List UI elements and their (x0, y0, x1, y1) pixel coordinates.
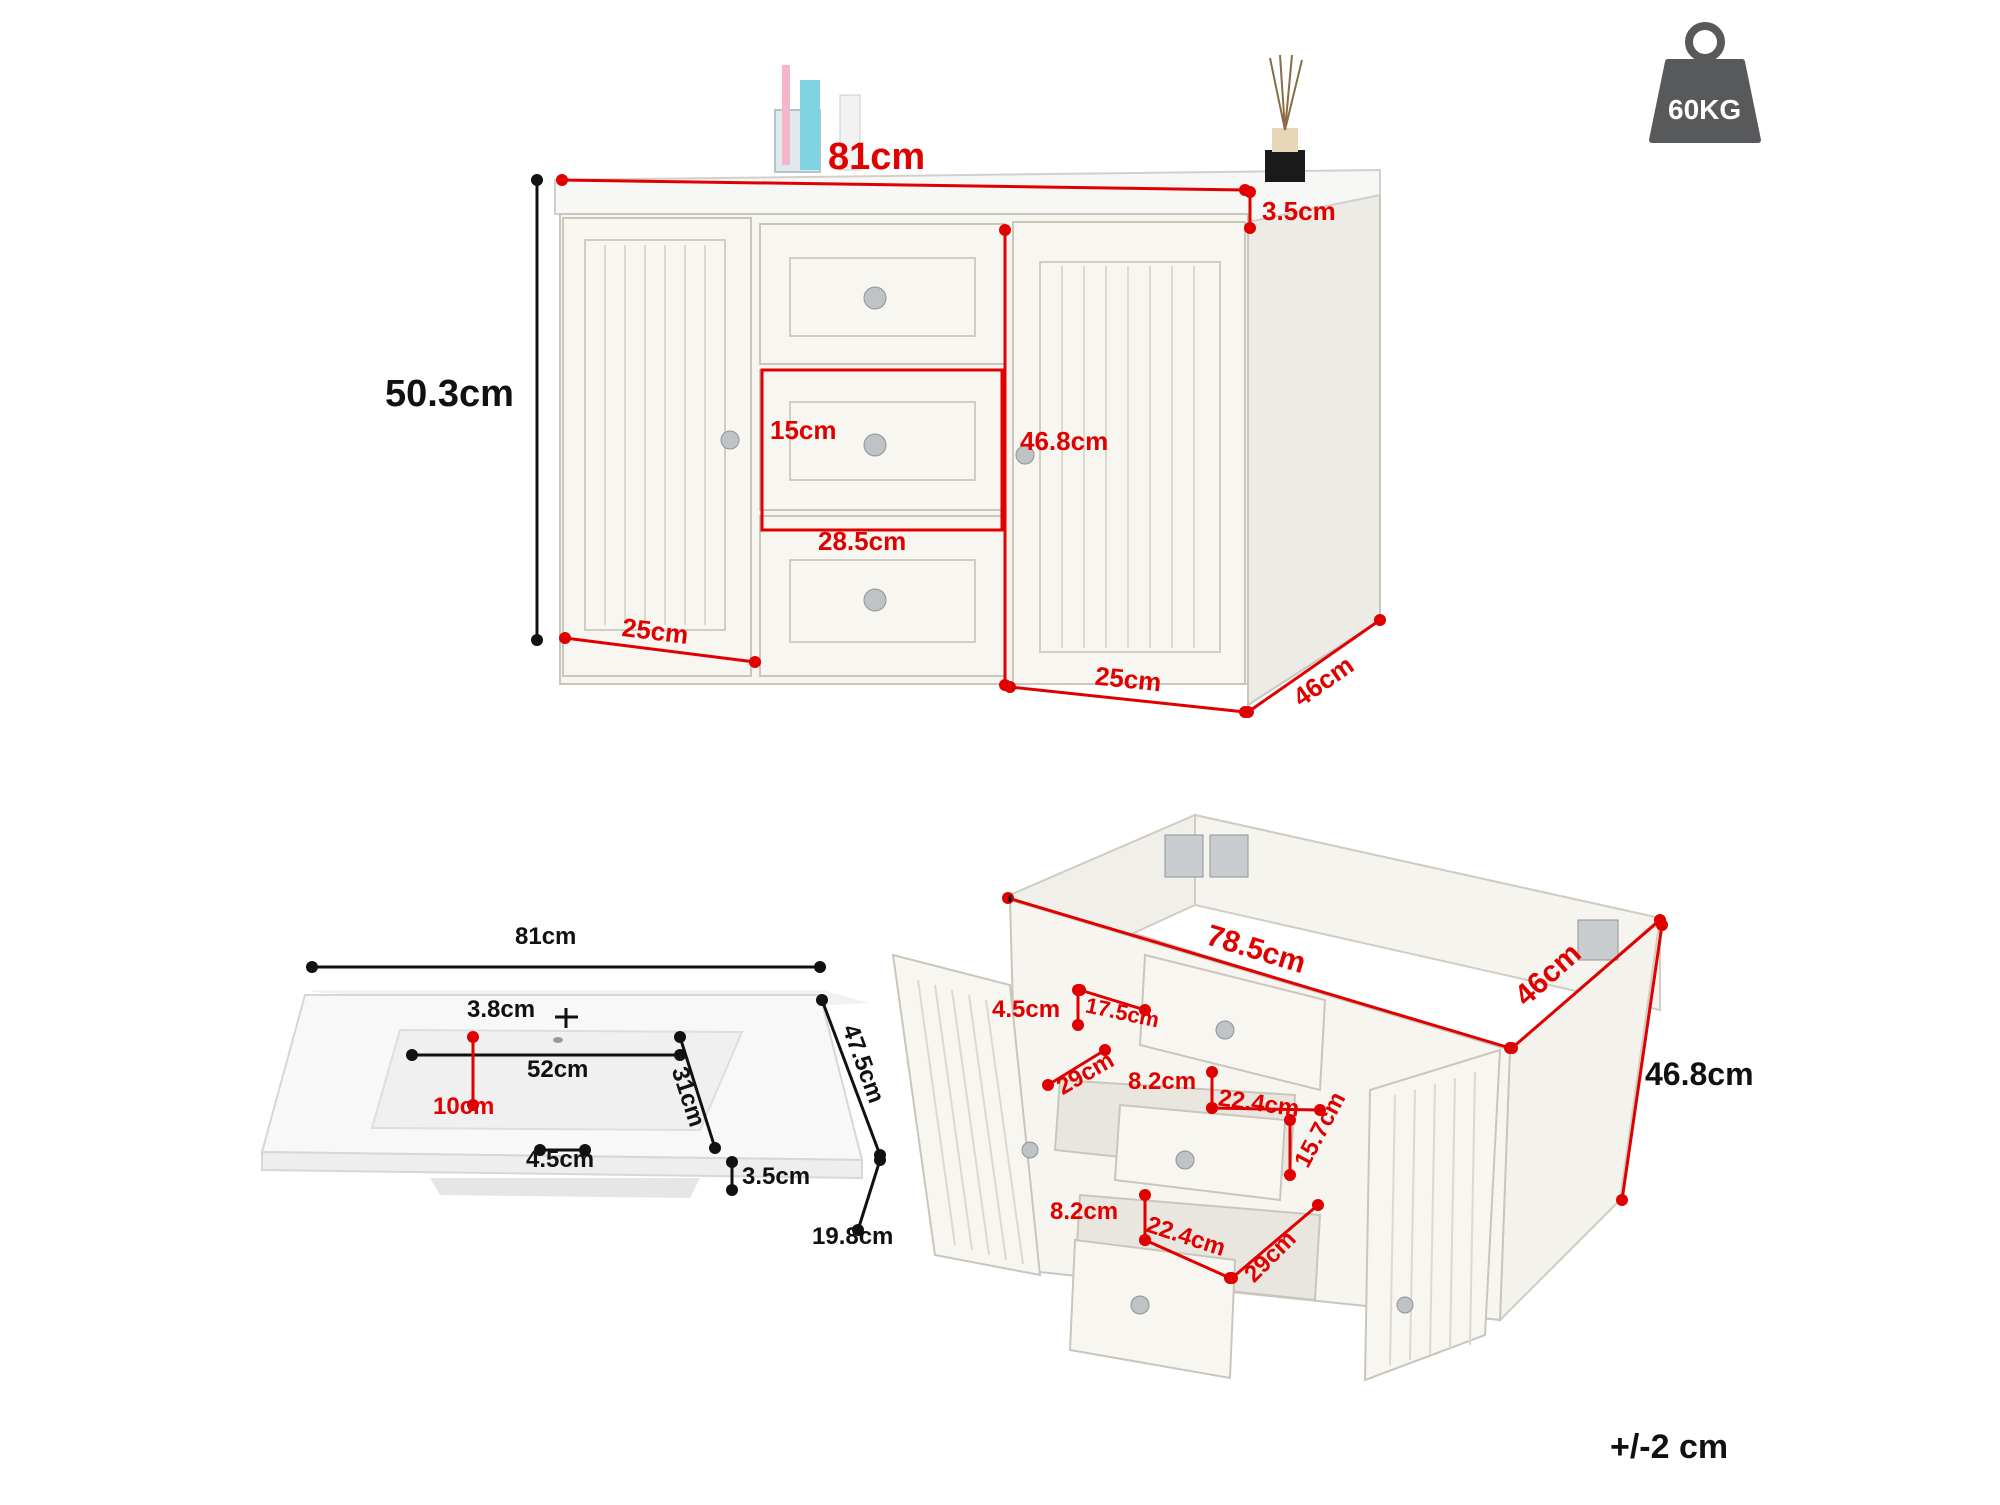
sink-dimension-lines (306, 961, 886, 1236)
sink-bowl-depth-label: 19.8cm (812, 1223, 894, 1250)
toiletries-decor (774, 65, 861, 173)
front-top-thickness-label: 3.5cm (1262, 196, 1336, 226)
weight-icon (1649, 22, 1761, 143)
front-dimension-lines (556, 174, 1386, 718)
front-left-door-width-label: 25cm (620, 612, 691, 650)
sink-thickness-label: 3.5cm (742, 1163, 811, 1190)
open-drawer-height-2-label: 8.2cm (1050, 1198, 1119, 1225)
weight-label: 60KG (1668, 94, 1742, 125)
open-top-drawer-front-label: 4.5cm (992, 996, 1061, 1023)
open-dimension-lines (1002, 892, 1668, 1284)
open-drawer-height-1-label: 8.2cm (1128, 1068, 1197, 1095)
drawer-3 (759, 515, 1006, 677)
front-width-label: 81cm (828, 136, 926, 178)
front-right-door-width-label: 25cm (1093, 660, 1163, 698)
tolerance-note: +/-2 cm (1610, 1428, 1729, 1466)
front-drawer-height-label: 15cm (770, 415, 837, 445)
front-total-height-label: 50.3cm (385, 373, 514, 415)
right-door (1012, 221, 1246, 685)
sink-basin-width-label: 52cm (527, 1056, 589, 1083)
front-drawer-width-label: 28.5cm (818, 526, 907, 556)
drawer-2 (759, 369, 1006, 511)
drawer-1 (759, 223, 1006, 365)
open-height-label: 46.8cm (1645, 1056, 1754, 1092)
diffuser-decor (1265, 54, 1305, 182)
left-door (562, 217, 752, 677)
sink-width-label: 81cm (515, 923, 577, 950)
sink-drain-width-label: 4.5cm (526, 1146, 595, 1173)
sink-tap-hole-label: 3.8cm (467, 996, 536, 1023)
front-cabinet-height-label: 46.8cm (1020, 426, 1109, 456)
sink-tap-offset-label: 10cm (433, 1093, 495, 1120)
open-right-door (1363, 1048, 1502, 1382)
front-cabinet (554, 54, 1381, 707)
